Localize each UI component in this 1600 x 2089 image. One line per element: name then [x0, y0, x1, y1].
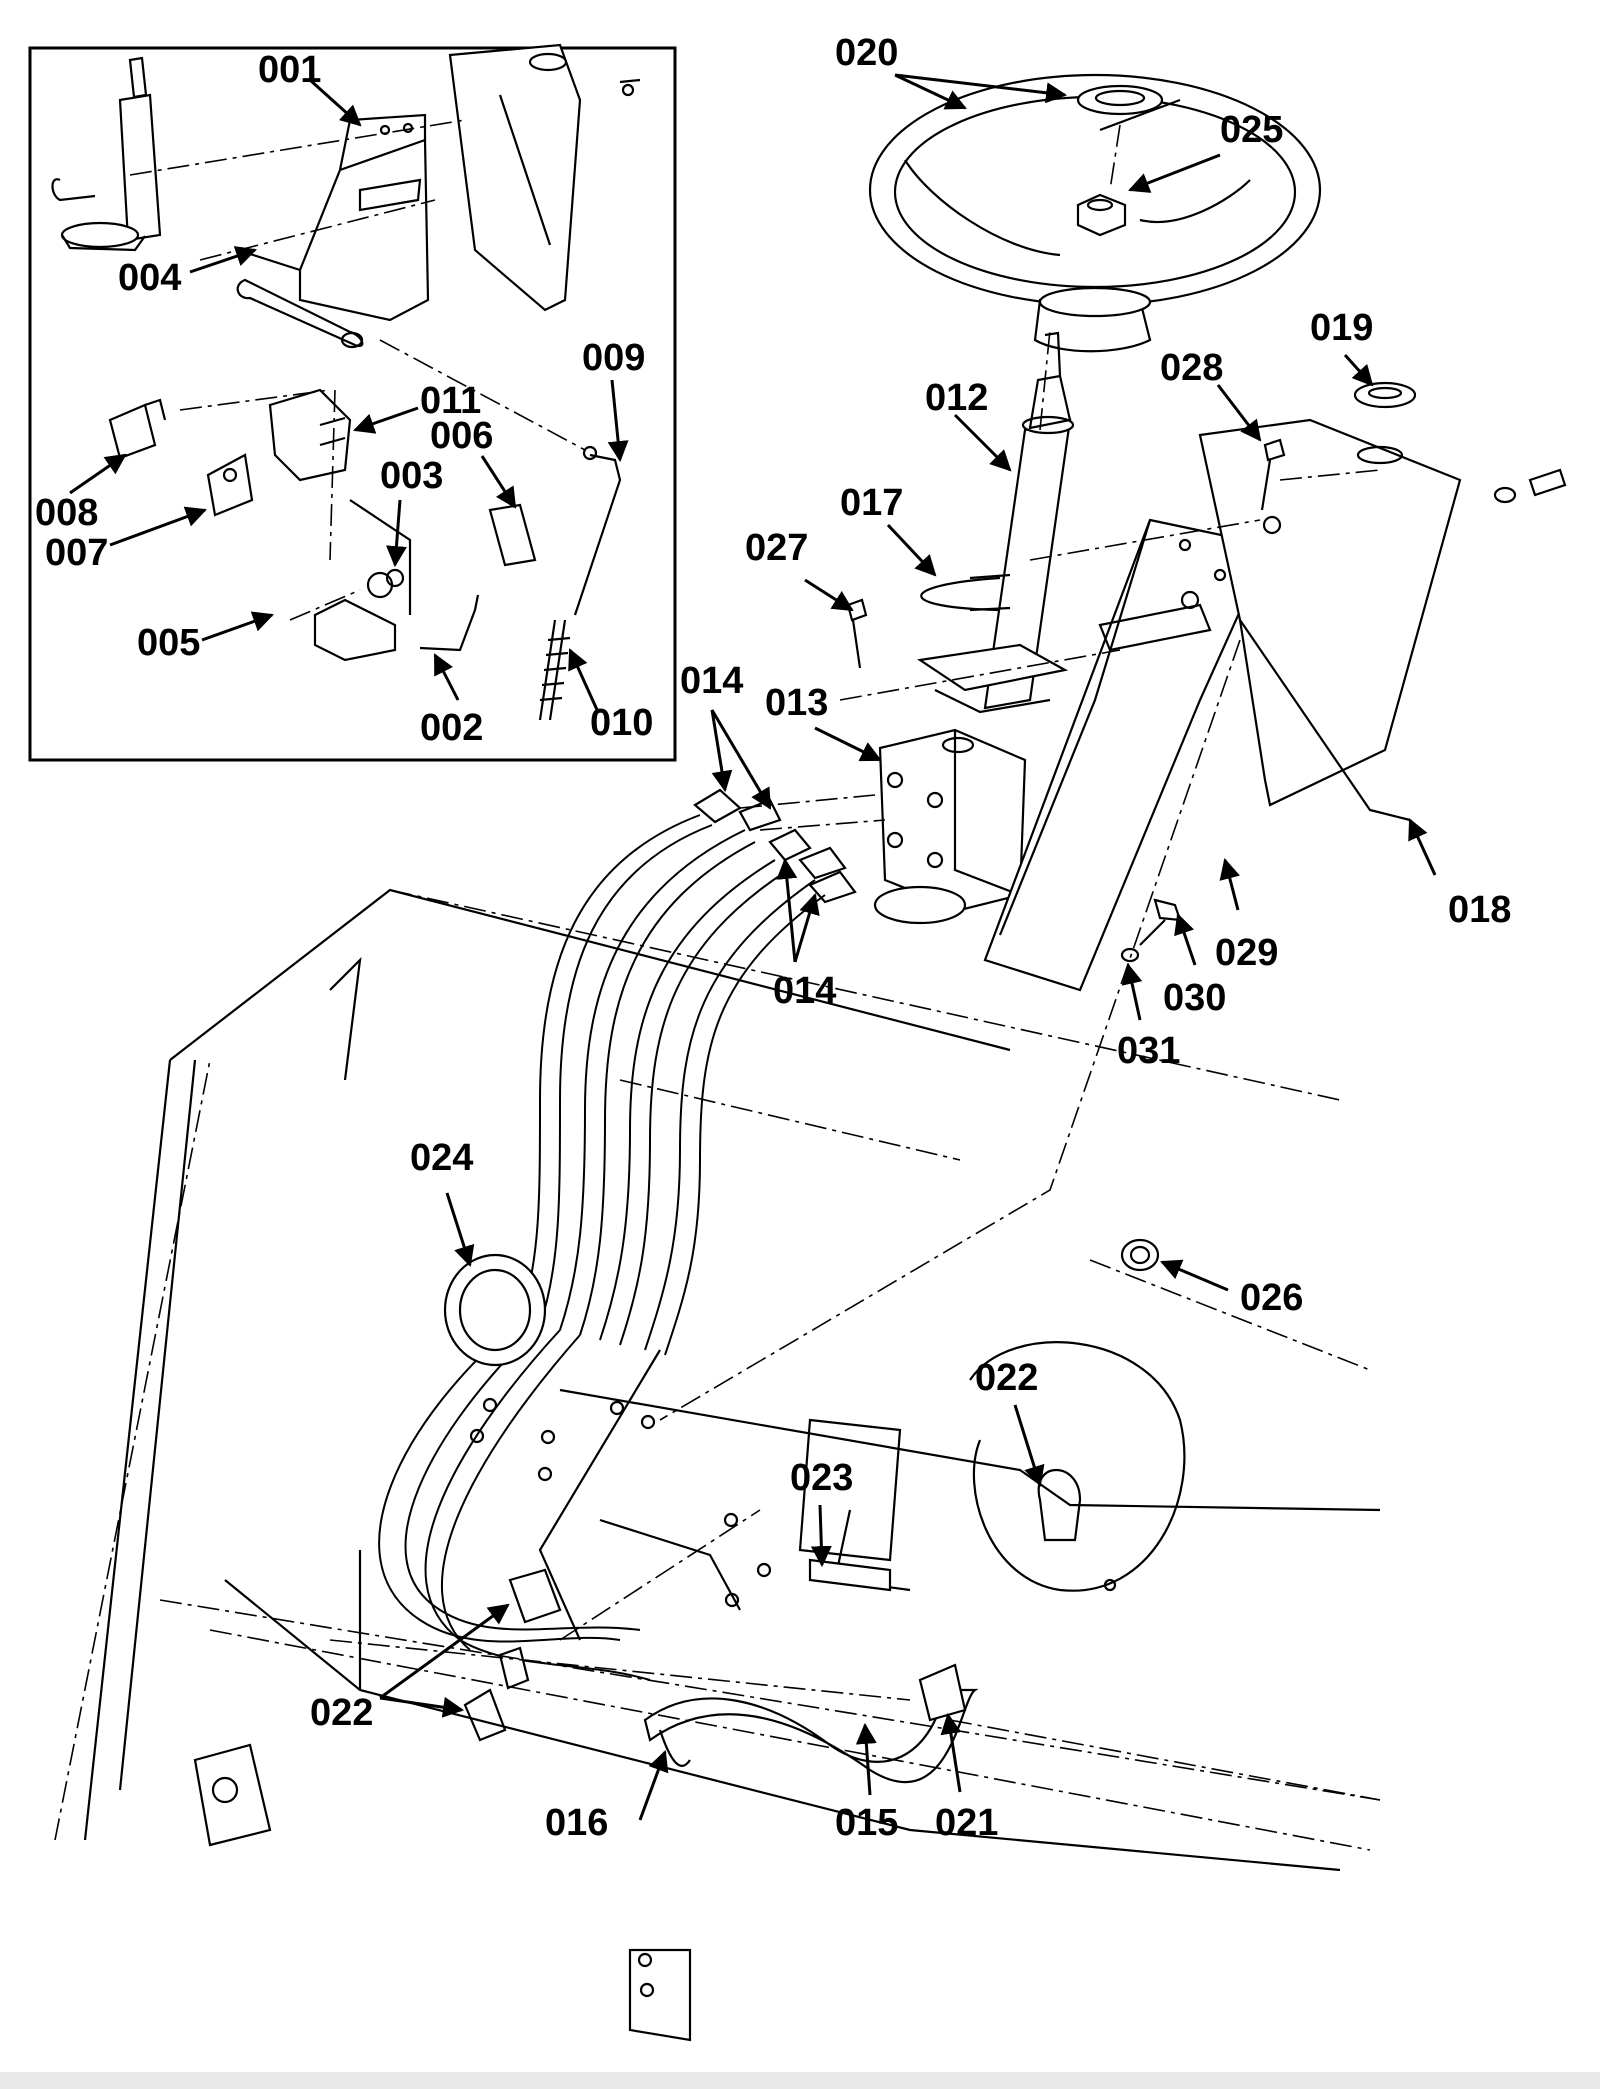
- callout-028: 028: [1160, 347, 1223, 389]
- callout-010: 010: [590, 702, 653, 744]
- callout-016: 016: [545, 1802, 608, 1844]
- assembly-lines: [54, 124, 1381, 1851]
- callout-019: 019: [1310, 307, 1373, 349]
- callout-030: 030: [1163, 977, 1226, 1019]
- hose-fittings-014: [693, 788, 857, 904]
- callout-026: 026: [1240, 1277, 1303, 1319]
- chassis-frame: [83, 888, 1381, 2042]
- nut-025: [1076, 193, 1127, 237]
- callout-005: 005: [137, 622, 200, 664]
- page-bottom-strip: [0, 2072, 1600, 2089]
- callout-008: 008: [35, 492, 98, 534]
- tie-016: [658, 1729, 691, 1767]
- callout-021: 021: [935, 1802, 998, 1844]
- grommet-019: [1353, 381, 1417, 409]
- steering-valve-013: [873, 728, 1027, 925]
- inset-control-rod: [419, 503, 537, 652]
- inset-link-spring: [538, 445, 622, 721]
- callout-012: 012: [925, 377, 988, 419]
- inset-column-part: [51, 56, 162, 252]
- steering-column-012: [983, 331, 1075, 710]
- hose-clamps-022: [463, 1568, 562, 1742]
- callout-015: 015: [835, 1802, 898, 1844]
- callout-022-upper: 022: [975, 1357, 1038, 1399]
- callout-014-lower: 014: [773, 970, 836, 1012]
- callout-020: 020: [835, 32, 898, 74]
- callout-006: 006: [430, 415, 493, 457]
- inset-bracket-001: [298, 113, 430, 322]
- callout-011: 011: [420, 380, 481, 422]
- hydraulic-line-015: [643, 1688, 979, 1784]
- inset-shaft: [236, 252, 364, 349]
- clamp-021: [918, 1663, 967, 1722]
- inset-lower-bracket: [313, 499, 412, 662]
- hydraulic-hoses: [378, 814, 826, 1681]
- horn-cap-020: [1076, 84, 1164, 116]
- callout-031: 031: [1117, 1030, 1180, 1072]
- grommet-024: [443, 1253, 547, 1367]
- callout-029: 029: [1215, 932, 1278, 974]
- u-bolt-017: [920, 573, 1011, 612]
- callout-labels: 001 002 003 004 005 006 007 008 009 010 …: [35, 32, 1511, 1844]
- leader-lines: [69, 73, 1437, 1821]
- inset-detail: [28, 43, 677, 762]
- shroud-018: [1198, 418, 1462, 822]
- inset-frame: [28, 46, 677, 762]
- frame-holes: [469, 1397, 1117, 1998]
- callout-009: 009: [582, 337, 645, 379]
- inset-shroud: [448, 43, 641, 312]
- grommet-026: [1120, 1238, 1160, 1272]
- callout-018: 018: [1448, 889, 1511, 931]
- callout-024: 024: [410, 1137, 473, 1179]
- inset-plates: [108, 388, 352, 517]
- callout-001: 001: [258, 49, 321, 91]
- steering-wheel: [868, 73, 1322, 353]
- callout-025: 025: [1220, 109, 1283, 151]
- callout-027: 027: [745, 527, 808, 569]
- callout-003: 003: [380, 455, 443, 497]
- bolt-028: [1260, 438, 1286, 511]
- mount-lug: [193, 1743, 272, 1847]
- callout-004: 004: [118, 257, 181, 299]
- callout-017: 017: [840, 482, 903, 524]
- bolt-washer-set: [1120, 468, 1567, 963]
- bolt-027: [846, 598, 868, 669]
- callout-014-upper: 014: [680, 660, 743, 702]
- callout-013: 013: [765, 682, 828, 724]
- callout-022-lower: 022: [310, 1692, 373, 1734]
- callout-002: 002: [420, 707, 483, 749]
- callout-023: 023: [790, 1457, 853, 1499]
- callout-007: 007: [45, 532, 108, 574]
